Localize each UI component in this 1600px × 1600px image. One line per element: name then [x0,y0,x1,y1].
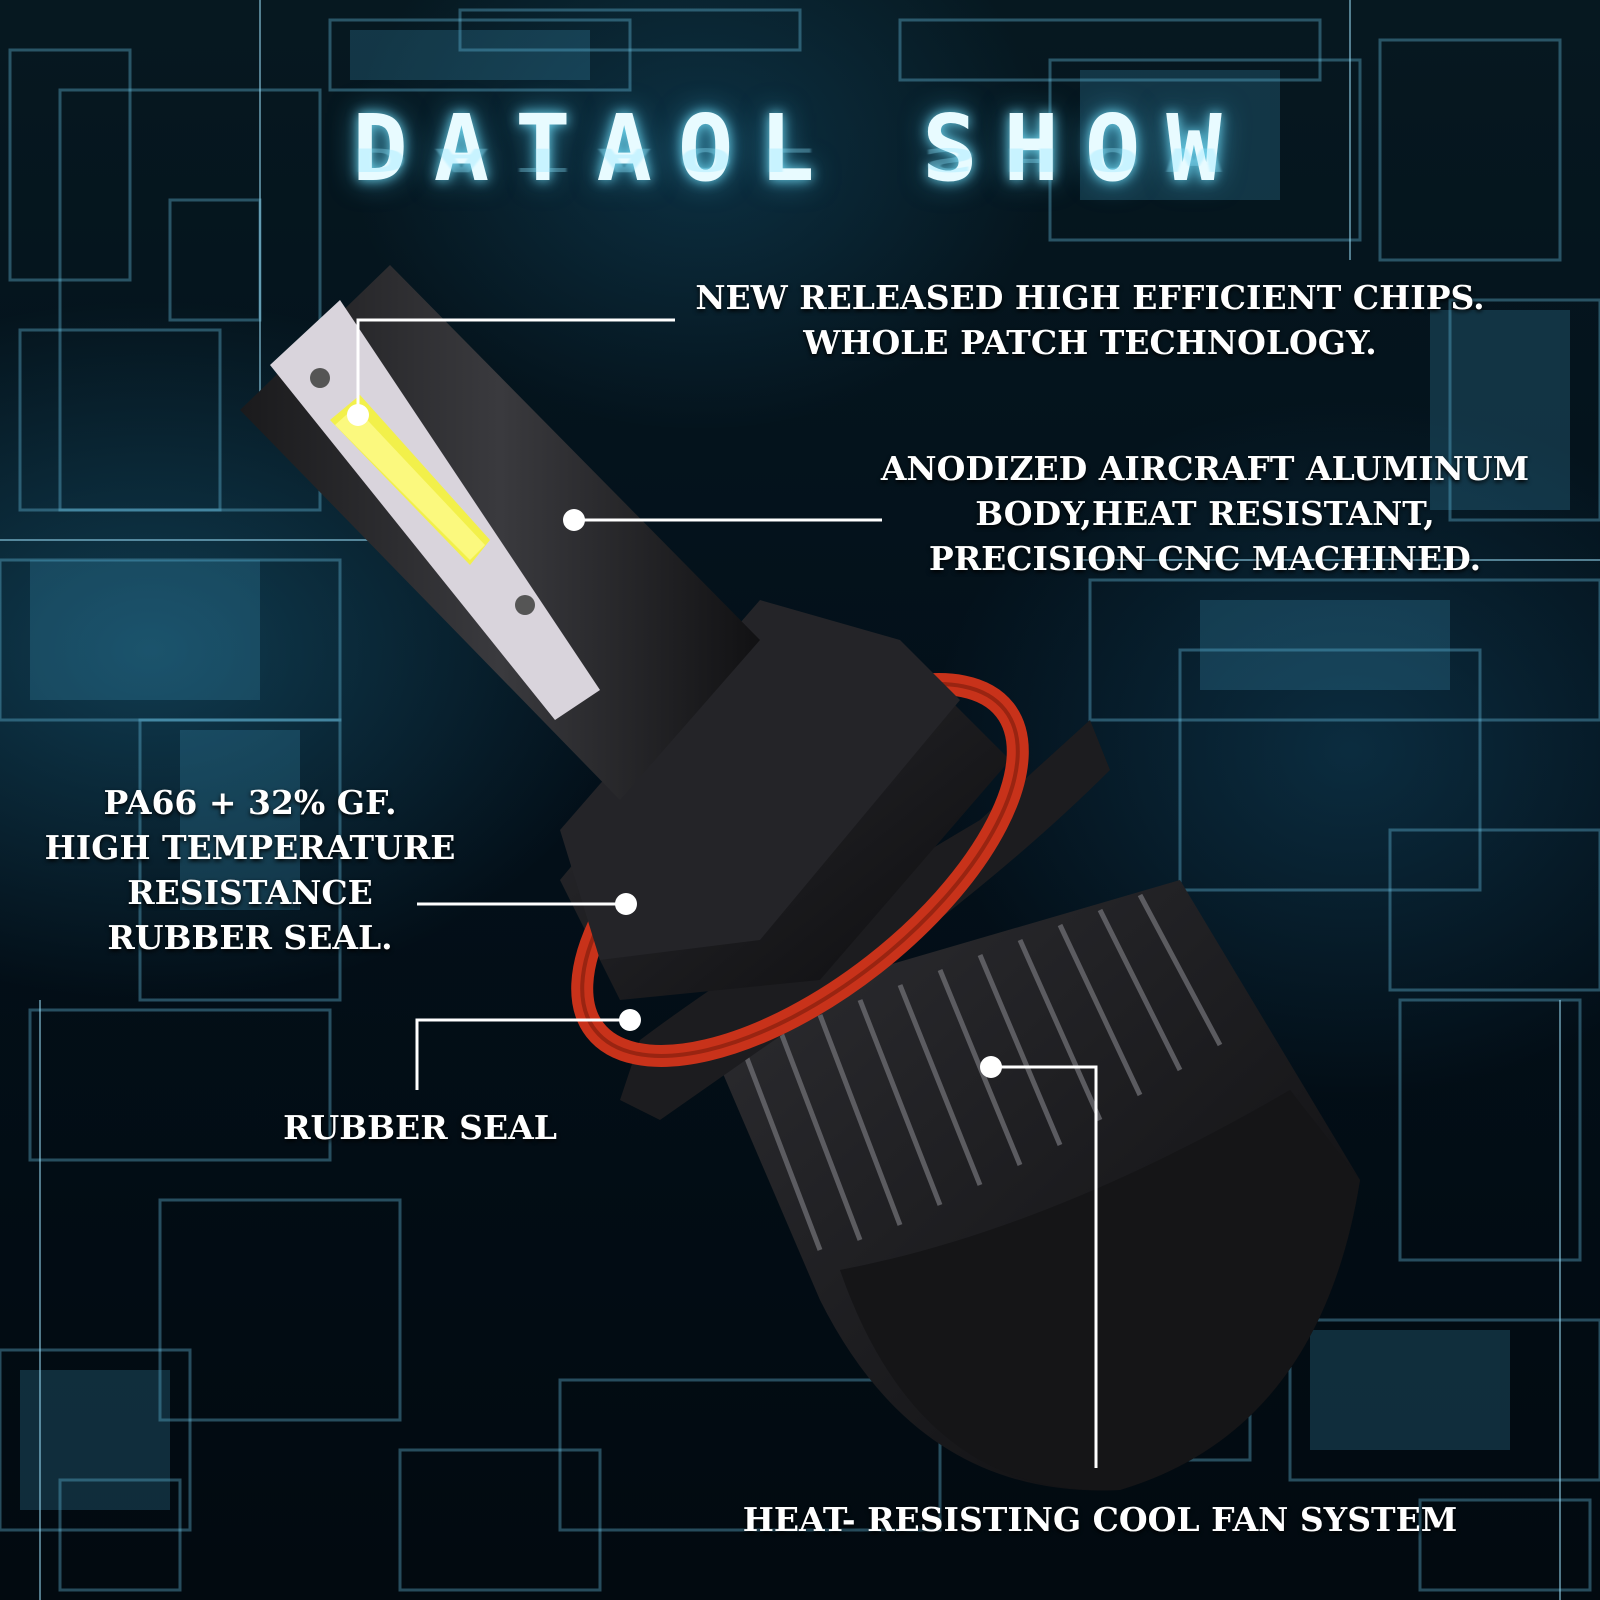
screw-top [310,368,330,388]
callout-pa66: PA66 + 32% GF. HIGH TEMPERATURE RESISTAN… [40,780,460,960]
callout-pa66-line-1: PA66 + 32% GF. [103,783,397,822]
callout-body-line-3: PRECISION CNC MACHINED. [928,539,1482,578]
callout-body: ANODIZED AIRCRAFT ALUMINUM BODY,HEAT RES… [880,446,1530,581]
fan-housing [700,880,1360,1491]
screw-bottom [515,595,535,615]
callout-pa66-line-2: HIGH TEMPERATURE [44,828,456,867]
callout-dot-fan [980,1056,1002,1078]
callout-body-line-2: BODY,HEAT RESISTANT, [975,494,1435,533]
callout-chips-line-2: WHOLE PATCH TECHNOLOGY. [803,323,1377,362]
callout-chips-line-1: NEW RELEASED HIGH EFFICIENT CHIPS. [695,278,1485,317]
callout-seal-line-1: RUBBER SEAL [283,1108,557,1147]
callout-pa66-line-3: RESISTANCE [127,873,373,912]
brand-title-reflection: DATAOL SHOW [352,140,1248,178]
callout-pa66-line-4: RUBBER SEAL. [107,918,393,957]
callout-dot-body [563,509,585,531]
callout-dot-seal [619,1009,641,1031]
callout-chips: NEW RELEASED HIGH EFFICIENT CHIPS. WHOLE… [690,275,1490,365]
upper-collar [560,600,960,960]
led-chip [330,395,490,565]
brand-title: DATAOL SHOW [352,95,1248,202]
callout-dot-chips [347,404,369,426]
callout-dot-pa66 [615,893,637,915]
callout-body-line-1: ANODIZED AIRCRAFT ALUMINUM [880,449,1530,488]
callout-seal: RUBBER SEAL [270,1105,570,1150]
callout-fan-line-1: HEAT- RESISTING COOL FAN SYSTEM [742,1500,1458,1539]
callout-fan: HEAT- RESISTING COOL FAN SYSTEM [740,1497,1460,1542]
